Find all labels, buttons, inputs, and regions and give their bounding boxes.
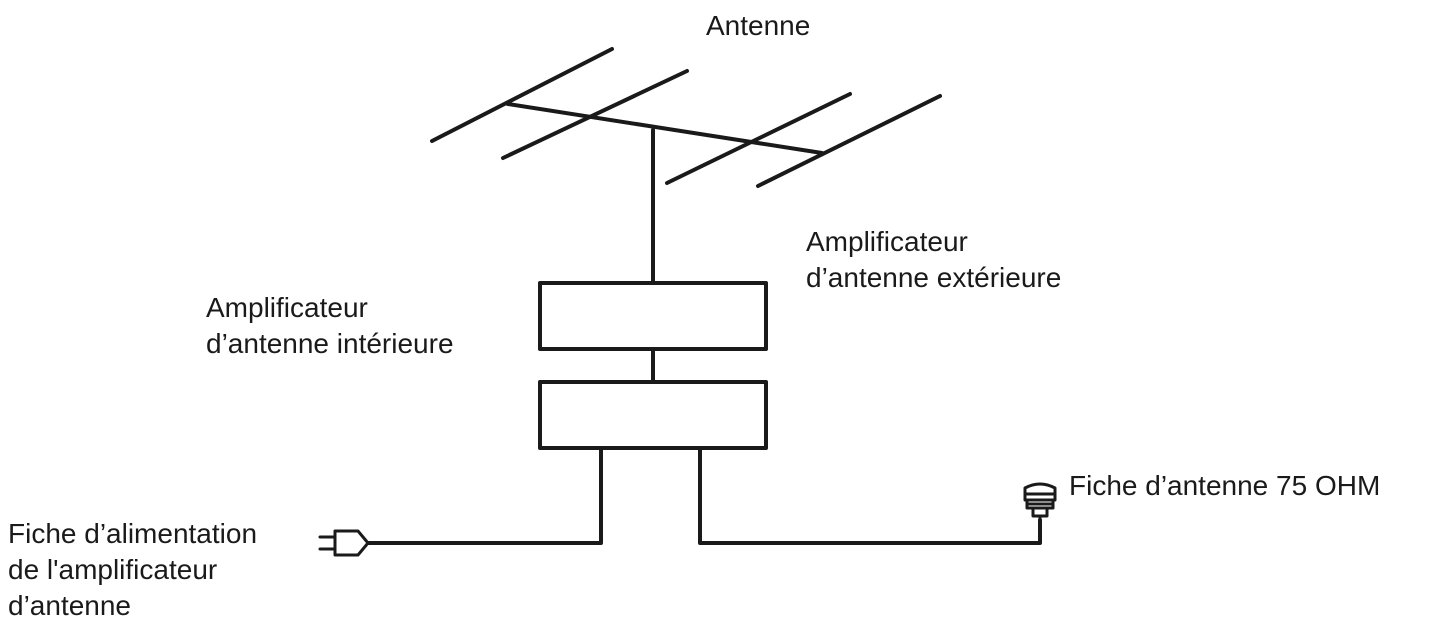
power-plug-label: Fiche d’alimentation de l'amplificateur …	[8, 516, 257, 624]
antenna-element	[430, 47, 614, 143]
antenna-label: Antenne	[706, 8, 810, 44]
outdoor-amplifier-label: Amplificateur d’antenne extérieure	[806, 224, 1061, 296]
antenna-label-text: Antenne	[706, 10, 811, 41]
power-plug-label-line: d’antenne	[8, 590, 132, 621]
antenna-cable	[698, 446, 1042, 545]
outdoor-amplifier-label-line: d’antenne extérieure	[806, 262, 1062, 293]
antenna-plug-label-text: Fiche d’antenne 75 OHM	[1069, 470, 1381, 501]
antenna-element	[756, 94, 942, 188]
outdoor-amplifier-label-line: Amplificateur	[806, 226, 968, 257]
indoor-amplifier-label-line: Amplificateur	[206, 292, 368, 323]
antenna-boom	[506, 102, 824, 155]
antenna-plug-label: Fiche d’antenne 75 OHM	[1069, 468, 1380, 504]
power-plug-icon	[318, 529, 370, 557]
coax-plug-icon	[1023, 482, 1057, 522]
antenna-element	[665, 92, 852, 185]
indoor-amplifier-label-line: d’antenne intérieure	[206, 328, 454, 359]
indoor-amplifier-box	[538, 380, 768, 450]
antenna-element	[501, 69, 689, 160]
indoor-amplifier-label: Amplificateur d’antenne intérieure	[206, 290, 454, 362]
power-plug-label-line: Fiche d’alimentation	[8, 518, 258, 549]
power-cable	[366, 446, 603, 545]
power-plug-label-line: de l'amplificateur	[8, 554, 218, 585]
antenna-icon	[430, 47, 942, 285]
outdoor-amplifier-box	[538, 281, 768, 351]
